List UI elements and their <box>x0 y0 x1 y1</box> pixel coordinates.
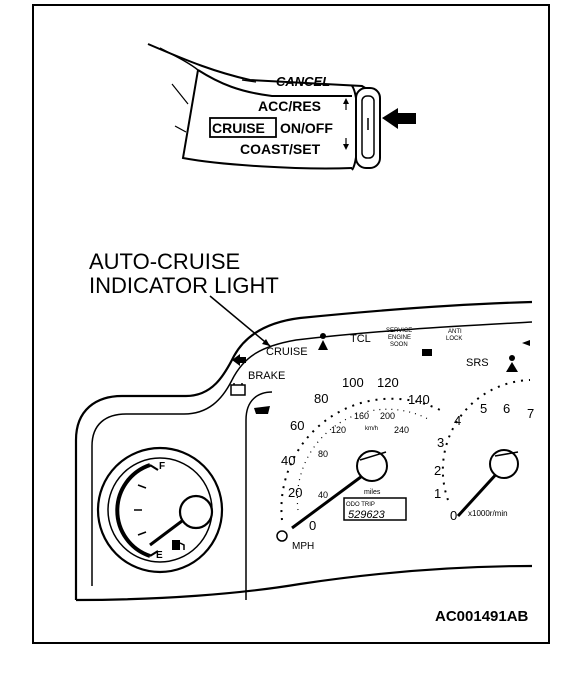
callout-leader <box>209 295 271 347</box>
speedometer <box>276 397 441 542</box>
cluster-brake-indicator: BRAKE <box>248 370 285 382</box>
lever-cruise-label: CRUISE <box>212 120 265 136</box>
tach-tick: 6 <box>503 401 510 416</box>
mph-tick: 100 <box>342 375 364 390</box>
kmh-tick: 240 <box>394 425 409 435</box>
tach-tick: 5 <box>480 401 487 416</box>
cluster-anti-label: ANTI <box>448 329 462 335</box>
kmh-unit-label: km/h <box>365 426 378 432</box>
cluster-lock-label: LOCK <box>446 336 462 342</box>
fuel-gauge <box>96 446 224 574</box>
kmh-tick: 40 <box>318 490 328 500</box>
mph-tick: 20 <box>288 485 302 500</box>
tach-tick: 4 <box>454 413 461 428</box>
tach-unit-label: x1000r/min <box>468 509 508 518</box>
tach-tick: 3 <box>437 435 444 450</box>
callout-line-1: AUTO-CRUISE <box>89 249 241 274</box>
airbag-person-icon <box>506 355 518 372</box>
lever-cancel-label: CANCEL <box>276 74 330 89</box>
tach-tick: 2 <box>434 463 441 478</box>
kmh-tick: 120 <box>331 425 346 435</box>
mph-tick: 140 <box>408 392 430 407</box>
cluster-tcl-indicator: TCL <box>350 333 371 345</box>
mph-tick: 60 <box>290 418 304 433</box>
oil-pressure-icon <box>254 406 270 414</box>
instrument-cluster <box>74 300 533 602</box>
callout-line-2: INDICATOR LIGHT <box>89 273 279 298</box>
miles-label: miles <box>364 489 381 496</box>
lever-acc-res-label: ACC/RES <box>258 98 321 114</box>
lever-up-arrow-icon <box>343 98 349 110</box>
odometer-value: 529623 <box>348 509 386 521</box>
callout-label: AUTO-CRUISE INDICATOR LIGHT <box>89 250 279 298</box>
lever-down-arrow-icon <box>343 138 349 150</box>
tach-tick: 0 <box>450 508 457 523</box>
fuel-empty-label: E <box>156 550 163 561</box>
figure-frame <box>32 4 550 644</box>
figure-code: AC001491AB <box>435 608 529 625</box>
engine-icon <box>422 349 432 356</box>
lever-coast-set-label: COAST/SET <box>240 141 321 157</box>
cluster-service-label-2: ENGINE <box>388 335 411 341</box>
turn-signal-left-icon <box>232 354 246 366</box>
cluster-cruise-indicator: CRUISE <box>266 346 308 358</box>
battery-icon <box>230 383 246 396</box>
seatbelt-icon <box>318 333 328 350</box>
cruise-lever <box>147 43 381 171</box>
kmh-tick: 160 <box>354 411 369 421</box>
fuel-full-label: F <box>159 461 165 472</box>
tachometer <box>441 379 531 518</box>
cluster-service-label-3: SOON <box>390 342 408 348</box>
cruise-box-outline <box>209 117 277 138</box>
mph-tick: 120 <box>377 375 399 390</box>
odometer-mode-label: ODO TRIP <box>346 502 375 508</box>
mph-tick: 0 <box>309 518 316 533</box>
tach-tick: 1 <box>434 486 441 501</box>
tach-tick: 7 <box>527 406 534 421</box>
pointer-arrow-icon <box>382 108 416 129</box>
fuel-pump-icon <box>172 540 185 550</box>
cluster-srs-indicator: SRS <box>466 357 489 369</box>
cluster-service-label-1: SERVICE <box>386 328 412 334</box>
kmh-tick: 200 <box>380 411 395 421</box>
lever-on-off-label: ON/OFF <box>280 120 333 136</box>
headlight-icon <box>522 340 530 346</box>
mph-tick: 80 <box>314 391 328 406</box>
mph-tick: 40 <box>281 453 295 468</box>
kmh-tick: 80 <box>318 449 328 459</box>
mph-unit-label: MPH <box>292 541 314 552</box>
